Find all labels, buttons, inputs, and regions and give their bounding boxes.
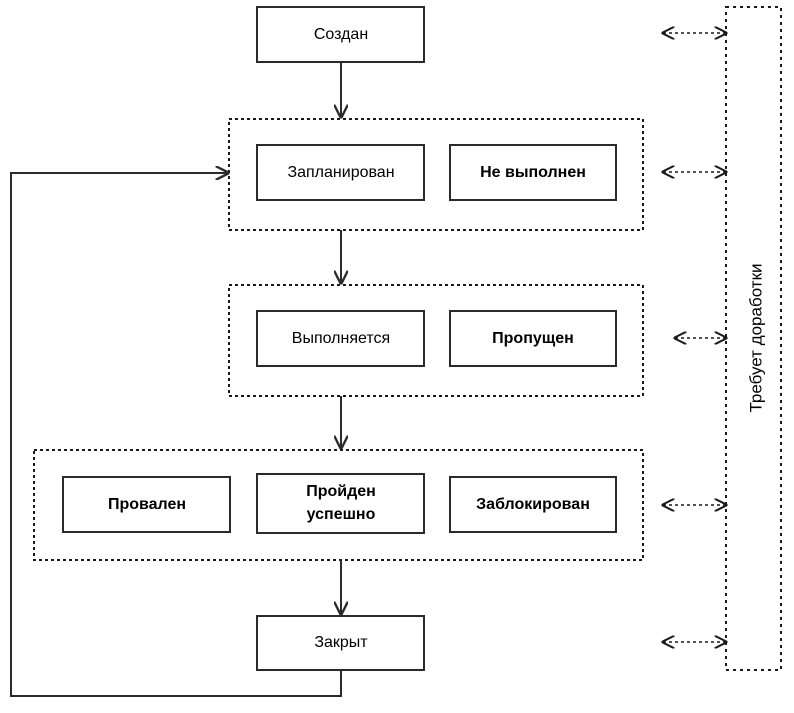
node-closed[interactable]: Закрыт [256, 615, 425, 671]
node-planned-label: Запланирован [287, 164, 394, 181]
node-in-progress[interactable]: Выполняется [256, 310, 425, 367]
node-blocked[interactable]: Заблокирован [449, 476, 617, 533]
rework-panel-label: Требует доработки [746, 263, 765, 412]
group-box-finished [33, 449, 644, 561]
group-box-planned [228, 118, 644, 231]
node-created-label: Создан [314, 26, 368, 43]
node-failed[interactable]: Провален [62, 476, 231, 533]
node-closed-box[interactable] [256, 615, 425, 671]
group-containers [33, 118, 644, 561]
node-failed-box[interactable] [62, 476, 231, 533]
node-skipped-label: Пропущен [492, 330, 574, 347]
node-planned-box[interactable] [256, 144, 425, 201]
node-blocked-label: Заблокирован [476, 496, 590, 513]
node-created[interactable]: Создан [256, 6, 425, 63]
node-passed[interactable]: Пройден успешно [256, 473, 425, 534]
node-created-box[interactable] [256, 6, 425, 63]
flow-connectors [10, 62, 342, 697]
node-not-done-box[interactable] [449, 144, 617, 201]
node-skipped[interactable]: Пропущен [449, 310, 617, 367]
node-failed-label: Провален [108, 496, 186, 513]
rework-panel-box[interactable] [725, 6, 782, 671]
rework-panel[interactable]: Требует доработки [725, 6, 782, 671]
rework-arrows [663, 33, 726, 642]
node-in-progress-label: Выполняется [292, 330, 390, 347]
node-blocked-box[interactable] [449, 476, 617, 533]
node-planned[interactable]: Запланирован [256, 144, 425, 201]
node-in-progress-box[interactable] [256, 310, 425, 367]
node-not-done-label: Не выполнен [480, 164, 586, 181]
flow-closed-to-planned [10, 173, 342, 697]
node-skipped-box[interactable] [449, 310, 617, 367]
node-not-done[interactable]: Не выполнен [449, 144, 617, 201]
node-passed-label-line1: Пройден [306, 483, 376, 500]
group-box-running [228, 284, 644, 397]
state-nodes: Создан Запланирован Не выполнен Выполняе… [62, 6, 617, 671]
node-passed-box[interactable] [256, 473, 425, 534]
node-passed-label-line2: успешно [307, 506, 376, 523]
node-closed-label: Закрыт [314, 634, 368, 651]
